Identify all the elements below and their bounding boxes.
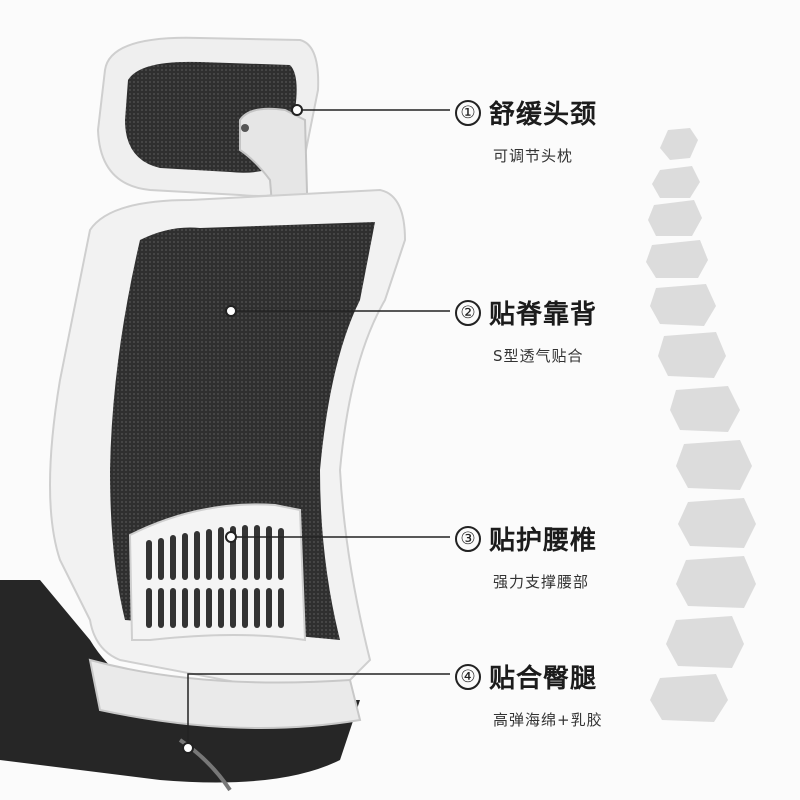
feature-title: 贴护腰椎 bbox=[489, 526, 598, 556]
feature-backrest: ② 贴脊靠背 S型透气贴合 bbox=[455, 294, 597, 366]
feature-title: 贴脊靠背 bbox=[489, 300, 598, 330]
feature-headrest: ① 舒缓头颈 可调节头枕 bbox=[455, 94, 597, 166]
feature-seat: ④ 贴合臀腿 高弹海绵+乳胶 bbox=[455, 658, 603, 730]
callout-lines bbox=[187, 109, 450, 748]
feature-subtitle: S型透气贴合 bbox=[493, 347, 584, 365]
feature-subtitle: 高弹海绵+乳胶 bbox=[493, 711, 603, 729]
lumbar-support bbox=[128, 503, 307, 642]
spine-illustration bbox=[646, 128, 756, 722]
feature-number-badge: ① bbox=[455, 99, 481, 126]
feature-number-badge: ② bbox=[455, 299, 481, 326]
feature-subtitle: 强力支撑腰部 bbox=[493, 573, 590, 591]
feature-title: 舒缓头颈 bbox=[489, 100, 598, 130]
callout-dots bbox=[182, 104, 303, 754]
feature-number-badge: ④ bbox=[455, 663, 481, 690]
feature-title: 贴合臀腿 bbox=[489, 664, 598, 694]
feature-number-badge: ③ bbox=[455, 525, 481, 552]
feature-lumbar: ③ 贴护腰椎 强力支撑腰部 bbox=[455, 520, 597, 592]
feature-subtitle: 可调节头枕 bbox=[493, 147, 574, 165]
